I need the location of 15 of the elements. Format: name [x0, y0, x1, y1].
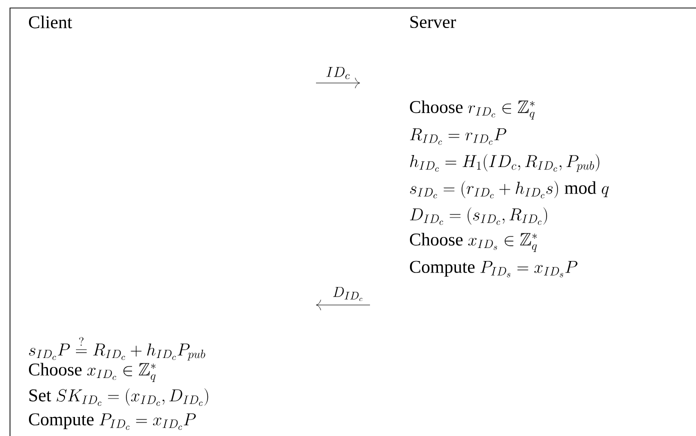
protocol-step: $\text{Choose } x_{ID_s} \in \mathbb{Z}_q^*$	[410, 232, 537, 252]
protocol-step: $\text{Compute } P_{ID_s} = x_{ID_s}P$	[410, 260, 578, 278]
protocol-step: $R_{ID_c} = r_{ID_c}P$	[410, 128, 506, 145]
protocol-step: $h_{ID_c} = H_1(ID_c, R_{ID_c}, P_{pub})$	[410, 154, 600, 172]
message-label: $ID_c$	[326, 67, 350, 80]
protocol-step: $D_{ID_c} = (s_{ID_c}, R_{ID_c})$	[410, 207, 548, 225]
protocol-step: $\text{Choose } x_{ID_c} \in \mathbb{Z}_q^*$	[28, 362, 156, 382]
protocol-step: $s_{ID_c} = (r_{ID_c} + h_{ID_c}s) \bmod q$	[410, 180, 609, 198]
column-heading: Client	[28, 16, 72, 28]
protocol-step: $\text{Set } SK_{ID_c} = (x_{ID_c}, D_{ID_c})$	[29, 388, 208, 406]
protocol-step: $\text{Compute } P_{ID_c} = x_{ID_c}P$	[28, 413, 196, 430]
protocol-step: $s_{ID_c}P \stackrel{?}{=} R_{ID_c} + h_{ID_c}P_{pub}$	[29, 337, 206, 360]
message-label: $D_{ID_c}$	[333, 287, 362, 302]
protocol-step: $\text{Choose } r_{ID_c} \in \mathbb{Z}_q^*$	[410, 100, 535, 120]
column-heading: Server	[410, 16, 456, 28]
